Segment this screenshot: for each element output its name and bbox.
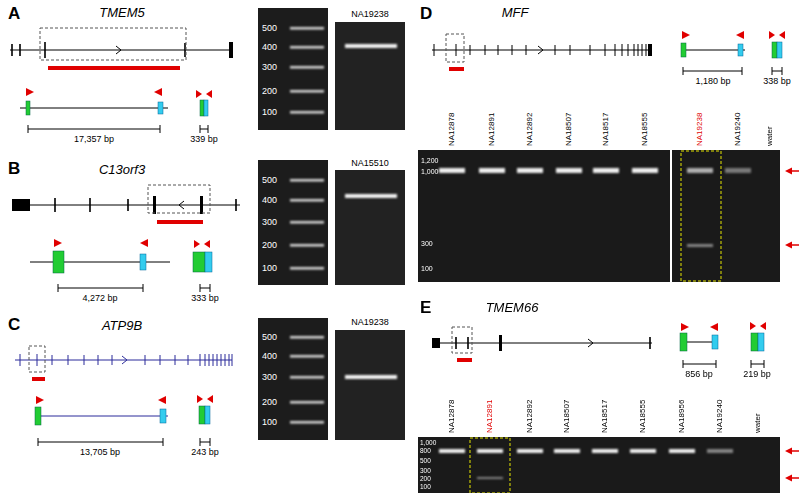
lane-label: NA12878 — [448, 400, 456, 433]
ladder-size: 200 — [262, 87, 277, 96]
sample-label: NA19238 — [351, 318, 389, 327]
lane-label: NA12878 — [448, 113, 456, 146]
lane-label: NA18956 — [678, 400, 686, 433]
dimension: 13,705 bp — [80, 448, 120, 457]
lane-label: NA18517 — [601, 400, 609, 433]
gene-model — [15, 346, 232, 446]
panel-letter: A — [8, 5, 20, 22]
ladder-size: 100 — [262, 264, 277, 273]
gene-name: MFF — [502, 6, 529, 19]
dimension: 339 bp — [190, 135, 218, 144]
lane-label: NA12891 — [488, 113, 496, 146]
ladder-size: 400 — [262, 43, 277, 52]
ladder-size: 500 — [420, 458, 431, 465]
panel-letter: D — [420, 5, 432, 22]
gene-model — [12, 185, 240, 292]
ladder-size: 100 — [262, 418, 277, 427]
lane-label: NA18555 — [639, 400, 647, 433]
panel-letter: B — [8, 160, 20, 177]
dimension: 17,357 bp — [74, 135, 114, 144]
lane-label: NA18555 — [641, 113, 649, 146]
ladder-size: 300 — [262, 63, 277, 72]
lane-label: NA12892 — [526, 113, 534, 146]
dimension: 1,180 bp — [695, 77, 730, 86]
lane-label: NA12892 — [526, 400, 534, 433]
panel-letter: C — [8, 316, 20, 333]
gene-name: ATP9B — [102, 319, 142, 332]
lane-label: NA19240 — [734, 113, 742, 146]
gel-image — [258, 8, 405, 130]
lane-label: NA18517 — [602, 113, 610, 146]
dimension: 856 bp — [685, 370, 713, 379]
gene-model — [432, 322, 766, 368]
lane-label: NA18507 — [565, 113, 573, 146]
lane-label: NA19240 — [716, 400, 724, 433]
ladder-size: 300 — [262, 218, 277, 227]
lane-label: water — [766, 126, 774, 146]
ladder-size: 300 — [421, 240, 433, 247]
dimension: 333 bp — [191, 294, 219, 303]
ladder-size: 300 — [262, 373, 277, 382]
gel-image — [258, 160, 405, 285]
ladder-size: 200 — [420, 476, 431, 483]
ladder-size: 200 — [262, 398, 277, 407]
ladder-size: 400 — [262, 352, 277, 361]
gene-name: C13orf3 — [99, 163, 145, 176]
gel-image — [418, 150, 799, 282]
ladder-size: 100 — [262, 108, 277, 117]
ladder-size: 500 — [262, 176, 277, 185]
sample-label: NA15510 — [351, 159, 389, 168]
gene-name: TMEM66 — [486, 301, 539, 314]
gel-image — [418, 437, 799, 493]
dimension: 338 bp — [763, 77, 791, 86]
ladder-size: 800 — [420, 448, 431, 455]
ladder-size: 500 — [262, 24, 277, 33]
dimension: 4,272 bp — [82, 294, 117, 303]
ladder-size: 100 — [420, 484, 431, 491]
gene-model — [10, 28, 233, 133]
sample-label: NA19238 — [351, 10, 389, 19]
lane-label: NA18507 — [563, 400, 571, 433]
gel-image — [258, 318, 405, 440]
ladder-size: 200 — [262, 241, 277, 250]
dimension: 219 bp — [743, 370, 771, 379]
lane-label: NA12891 — [486, 400, 494, 433]
lane-label: NA19238 — [696, 113, 704, 146]
ladder-size: 1,200 — [421, 157, 439, 164]
dimension: 243 bp — [191, 448, 219, 457]
ladder-size: 300 — [420, 468, 431, 475]
ladder-size: 1,000 — [421, 168, 439, 175]
ladder-size: 500 — [262, 333, 277, 342]
gene-model — [432, 31, 785, 75]
ladder-size: 100 — [421, 265, 433, 272]
lane-label: water — [754, 413, 762, 433]
ladder-size: 400 — [262, 196, 277, 205]
gene-name: TMEM5 — [99, 6, 145, 19]
panel-letter: E — [420, 299, 431, 316]
ladder-size: 1,000 — [420, 440, 436, 447]
